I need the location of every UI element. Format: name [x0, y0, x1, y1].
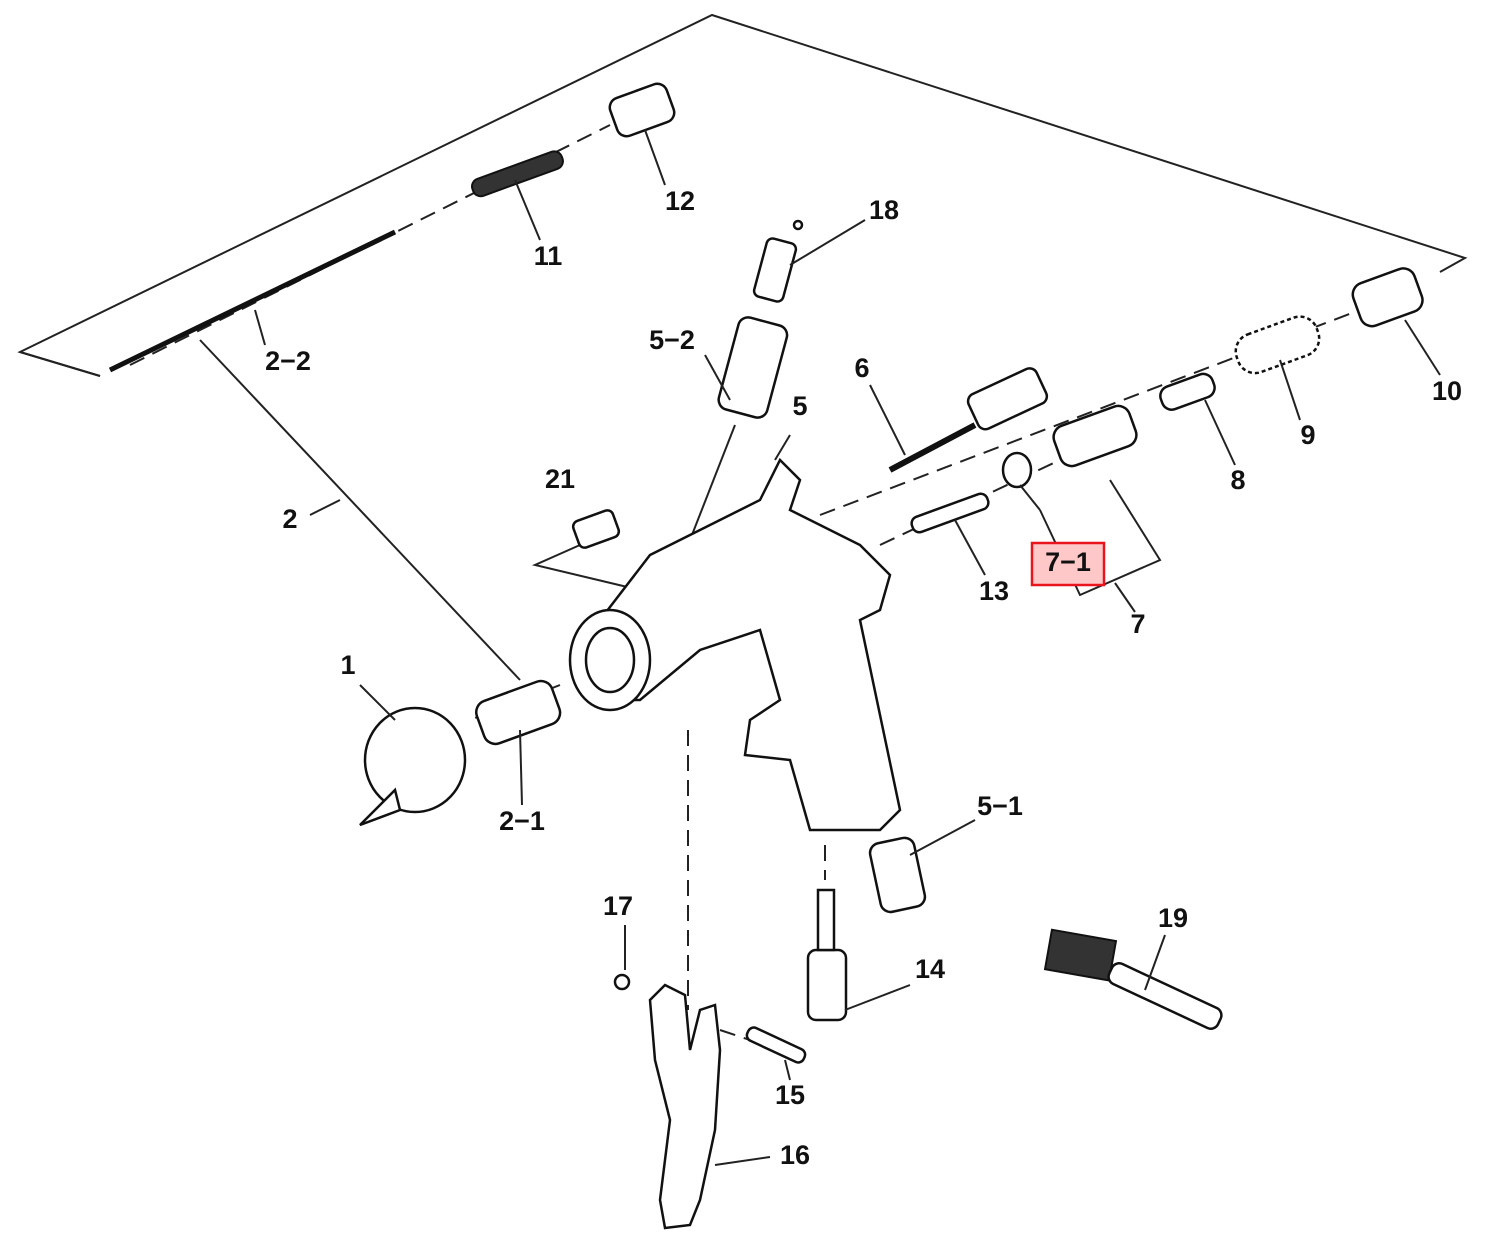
part-5-2-fitting [717, 316, 789, 419]
part-9-spring [1234, 315, 1321, 375]
highlight-box-7-1 [1030, 541, 1106, 587]
label-14: 14 [915, 954, 945, 984]
label-7: 7 [1130, 609, 1145, 639]
label-13: 13 [979, 576, 1009, 606]
part-17-nut [613, 973, 631, 991]
part-19-brush [1043, 928, 1223, 1030]
part-5-gun-body [568, 457, 902, 832]
label-5-2: 5−2 [649, 325, 695, 355]
part-13-pin [910, 492, 990, 534]
label-10: 10 [1432, 376, 1462, 406]
part-16-trigger [648, 983, 722, 1230]
part-12-cap [608, 82, 676, 138]
label-9: 9 [1300, 420, 1315, 450]
label-2: 2 [282, 504, 297, 534]
part-1-air-cap [359, 706, 467, 827]
label-18: 18 [869, 195, 899, 225]
part-7-1-oring [1001, 451, 1033, 489]
part-2-1-nozzle [475, 679, 562, 746]
label-12: 12 [665, 186, 695, 216]
part-11-spring [471, 150, 564, 198]
label-16: 16 [780, 1140, 810, 1170]
label-2-2: 2−2 [265, 346, 311, 376]
part-6-adjuster [888, 367, 1049, 473]
part-14-air-valve [806, 888, 848, 1022]
label-2-1: 2−1 [499, 806, 545, 836]
label-21: 21 [545, 464, 575, 494]
label-6: 6 [854, 353, 869, 383]
leader-lines [254, 129, 1441, 1166]
label-11: 11 [534, 241, 563, 271]
label-19: 19 [1158, 903, 1188, 933]
part-2-2-needle [108, 229, 397, 373]
label-17: 17 [603, 891, 633, 921]
part-7-valve-body [1052, 404, 1138, 468]
part-10-cap [1351, 267, 1424, 328]
label-1: 1 [340, 650, 355, 680]
part-5-1-fitting [868, 836, 927, 914]
label-5: 5 [792, 391, 807, 421]
part-8-piston [1159, 372, 1216, 411]
label-8: 8 [1230, 465, 1245, 495]
part-15-pin [745, 1026, 807, 1064]
label-7-1: 7−1 [1045, 547, 1091, 577]
part-18-valve [752, 219, 804, 303]
label-5-1: 5−1 [977, 791, 1023, 821]
kit-outline-edge [19, 351, 101, 377]
label-15: 15 [775, 1080, 805, 1110]
part-21-plug [571, 509, 621, 549]
